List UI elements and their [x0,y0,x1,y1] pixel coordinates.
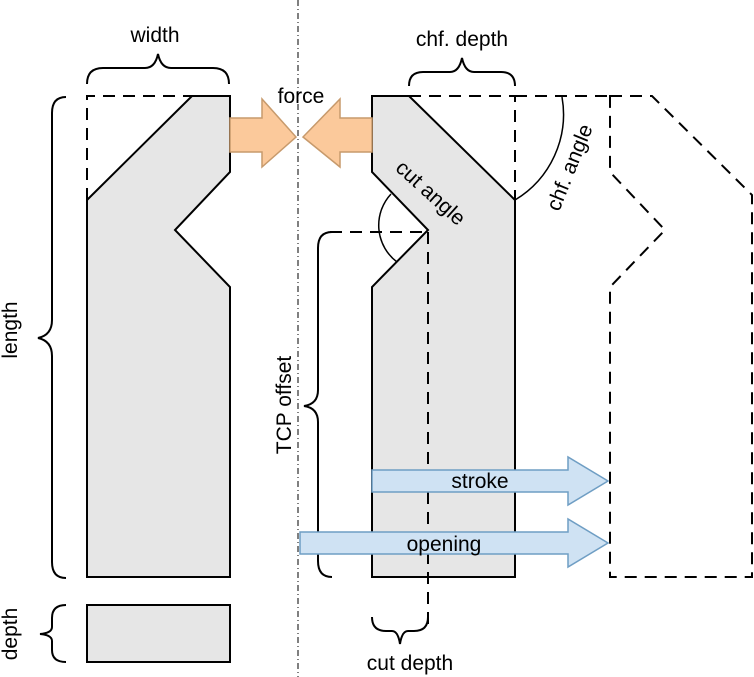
opening-arrow [299,517,610,569]
chf-angle-arc [514,96,565,201]
opened-finger-outline [609,95,753,578]
stroke-label: stroke [451,470,508,493]
depth-rectangle [86,604,231,663]
chf-angle-label: chf. angle [542,121,597,214]
cut-angle-arc [377,193,398,263]
left-finger-chamfer-outline [86,95,192,200]
cut-depth-label: cut depth [367,652,453,675]
depth-brace [39,604,67,663]
length-label: length [0,301,22,358]
force-arrow-left [301,97,373,169]
chf-depth-brace [408,57,516,87]
cut-depth-brace [371,616,429,645]
right-finger-shape [371,95,516,578]
length-brace [37,96,67,579]
force-arrow-right [229,97,298,169]
width-brace [86,53,230,85]
chf-depth-label: chf. depth [416,28,508,51]
stroke-arrow [371,455,610,507]
tcp-offset-label: TCP offset [273,356,296,455]
opening-label: opening [407,533,482,556]
depth-label: depth [0,608,22,661]
width-label: width [129,24,179,47]
left-finger-shape [86,95,231,578]
tcp-offset-brace [303,231,333,578]
force-label: force [278,85,325,108]
